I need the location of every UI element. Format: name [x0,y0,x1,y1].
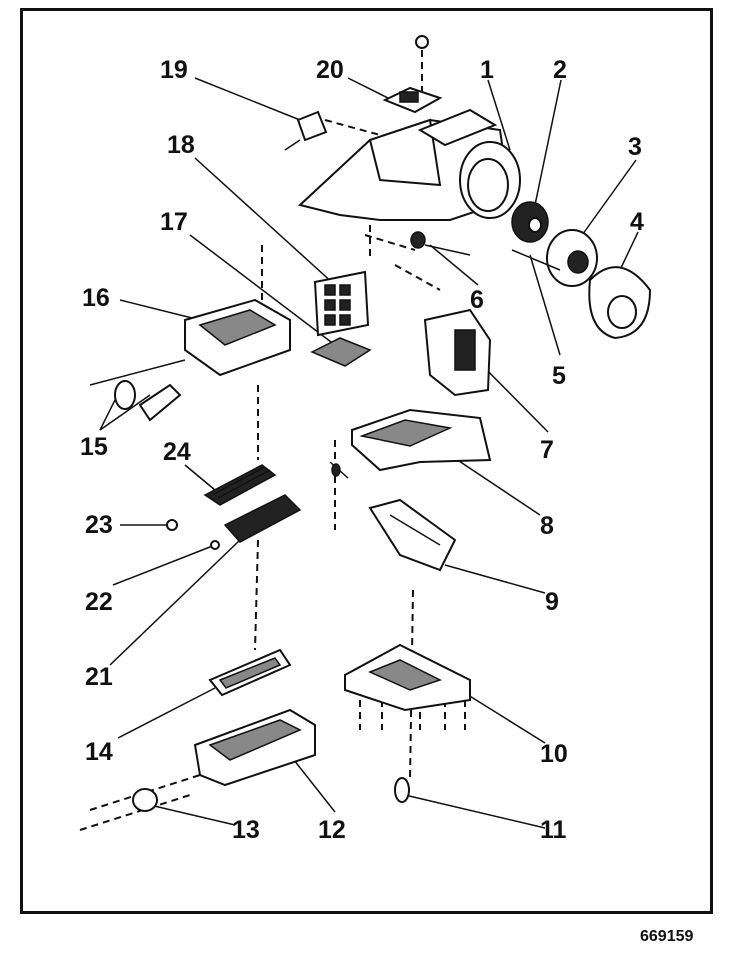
callout-21: 21 [85,663,113,691]
callout-18: 18 [167,131,195,159]
figure-id: 669159 [640,928,694,945]
part-16-module [184,298,291,377]
callout-12: 12 [318,816,346,844]
part-13-actuator [132,788,158,812]
top-screw [415,35,429,49]
callout-4: 4 [630,208,644,236]
part-2-blower-wheel [511,201,549,243]
callout-16: 16 [82,284,110,312]
part-10-lower-case [344,643,471,712]
callout-15: 15 [80,433,108,461]
callout-14: 14 [85,738,113,766]
part-9-tray [368,498,457,572]
part-17-door [310,337,372,367]
callout-2: 2 [553,56,567,84]
callout-9: 9 [545,588,559,616]
diagram-frame [20,8,713,914]
part-11-screw [394,777,410,803]
part-7-duct [423,308,492,397]
callout-5: 5 [552,362,566,390]
callout-24: 24 [163,438,191,466]
part-22-seal [210,540,220,550]
clip-left [329,461,349,479]
callout-3: 3 [628,133,642,161]
part-24-heater-core [203,464,277,506]
part-19-bracket [284,110,328,151]
callout-8: 8 [540,512,554,540]
assembly-lines [79,50,466,831]
part-18-filter [313,270,370,337]
callout-23: 23 [85,511,113,539]
part-15-linkage [89,359,186,422]
callout-17: 17 [160,208,188,236]
callout-1: 1 [480,56,494,84]
callout-22: 22 [85,588,113,616]
part-6-clip [410,231,471,256]
part-21-evaporator [223,494,302,543]
upper-case [297,108,512,221]
callout-19: 19 [160,56,188,84]
part-12-housing [193,708,316,787]
part-1-blower-housing [459,141,521,219]
part-3-motor [546,229,598,287]
leader-lines [99,77,639,829]
callout-10: 10 [540,740,568,768]
part-14-cover [208,648,292,697]
callout-6: 6 [470,286,484,314]
part-23-clip [166,519,178,531]
callout-7: 7 [540,436,554,464]
part-5-screw [511,249,561,271]
callout-20: 20 [316,56,344,84]
callout-13: 13 [232,816,260,844]
part-4-motor-cover [588,266,652,340]
part-20-actuator [382,86,443,114]
callout-11: 11 [540,816,567,844]
part-8-case [351,408,492,472]
